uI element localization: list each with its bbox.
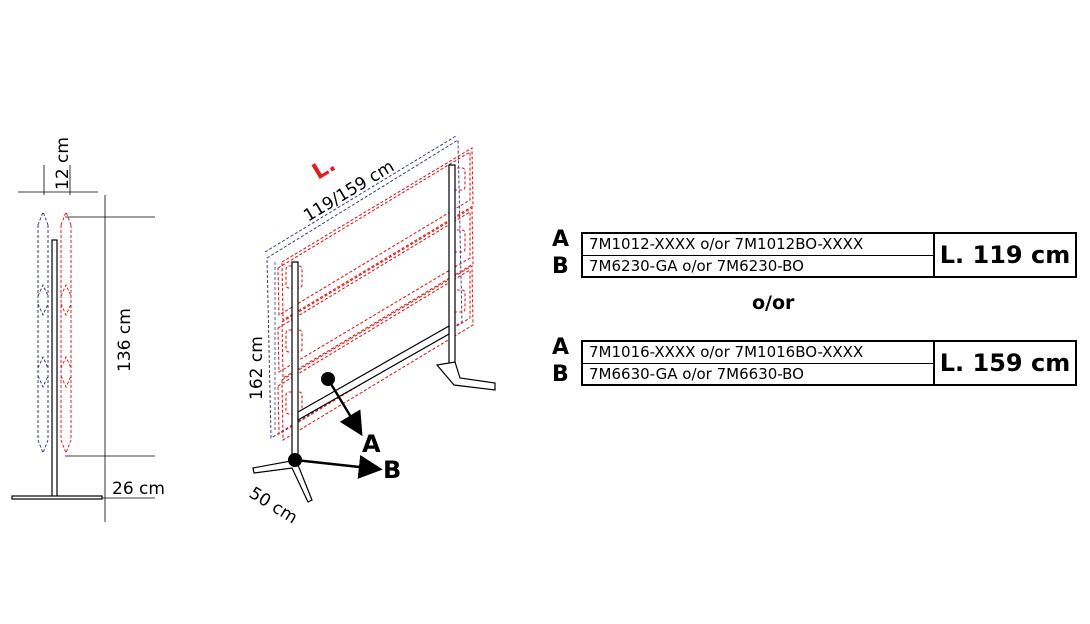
spec-codes: 7M1016-XXXX o/or 7M1016BO-XXXX 7M6630-GA…	[583, 342, 935, 384]
spec-box: 7M1012-XXXX o/or 7M1012BO-XXXX 7M6230-GA…	[581, 232, 1077, 278]
height-dimension: 162 cm	[247, 336, 267, 400]
side-view-red-panels	[60, 210, 72, 455]
code-a: 7M1012-XXXX o/or 7M1012BO-XXXX	[583, 234, 933, 256]
or-separator: o/or	[752, 292, 795, 314]
perspective-blue-outline	[264, 135, 463, 439]
spec-codes: 7M1012-XXXX o/or 7M1012BO-XXXX 7M6230-GA…	[583, 234, 935, 276]
letter-b: B	[552, 362, 569, 387]
side-view: 12 cm 136 cm 26 cm	[11, 137, 165, 522]
arrow-b-label: B	[383, 456, 401, 484]
side-top-dimension: 12 cm	[53, 137, 73, 190]
arrow-a-label: A	[362, 430, 381, 458]
letter-b: B	[552, 254, 569, 279]
length-tag: L.	[308, 152, 340, 185]
code-a: 7M1016-XXXX o/or 7M1016BO-XXXX	[583, 342, 933, 364]
letter-a: A	[552, 227, 570, 252]
arrow-b	[288, 453, 383, 479]
length-label: L. 159 cm	[939, 349, 1071, 377]
option-letters: A B	[552, 334, 576, 388]
code-b: 7M6630-GA o/or 7M6630-BO	[589, 365, 804, 383]
side-foot-dimension: 26 cm	[112, 479, 165, 499]
side-view-post	[11, 239, 103, 500]
letter-a: A	[552, 335, 570, 360]
perspective-view: A B L. 119/159 cm 162 cm 50 cm	[245, 135, 496, 528]
perspective-red-panels	[277, 147, 474, 441]
side-height-dimension: 136 cm	[115, 308, 135, 372]
code-b: 7M6230-GA o/or 7M6230-BO	[589, 257, 804, 275]
option-letters: A B	[552, 226, 576, 280]
perspective-frame	[252, 164, 496, 503]
arrow-a	[321, 372, 363, 437]
length-label: L. 119 cm	[939, 241, 1071, 269]
spec-box: 7M1016-XXXX o/or 7M1016BO-XXXX 7M6630-GA…	[581, 340, 1077, 386]
side-view-blue-panels	[37, 210, 49, 455]
base-dimension: 50 cm	[245, 483, 301, 528]
